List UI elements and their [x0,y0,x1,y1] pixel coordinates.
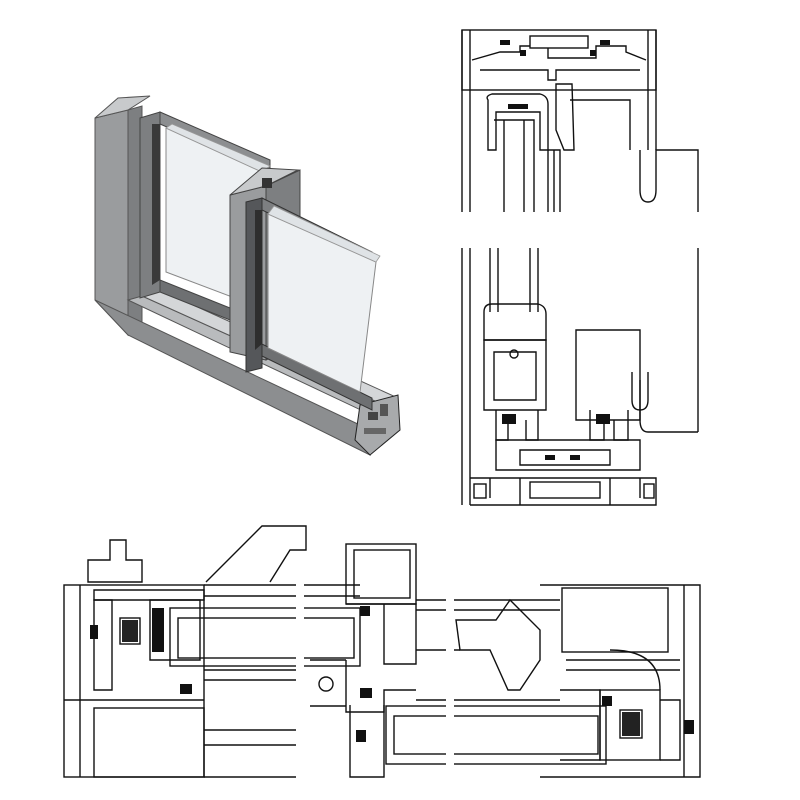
front-glass-pane [267,205,381,393]
outer-frame-left-jamb [94,95,151,337]
handle-left [87,539,143,583]
sill-profile-end [354,394,401,456]
pull-handle-right [455,598,541,691]
section-break-lines [296,570,454,780]
pull-handle-left [205,525,307,583]
